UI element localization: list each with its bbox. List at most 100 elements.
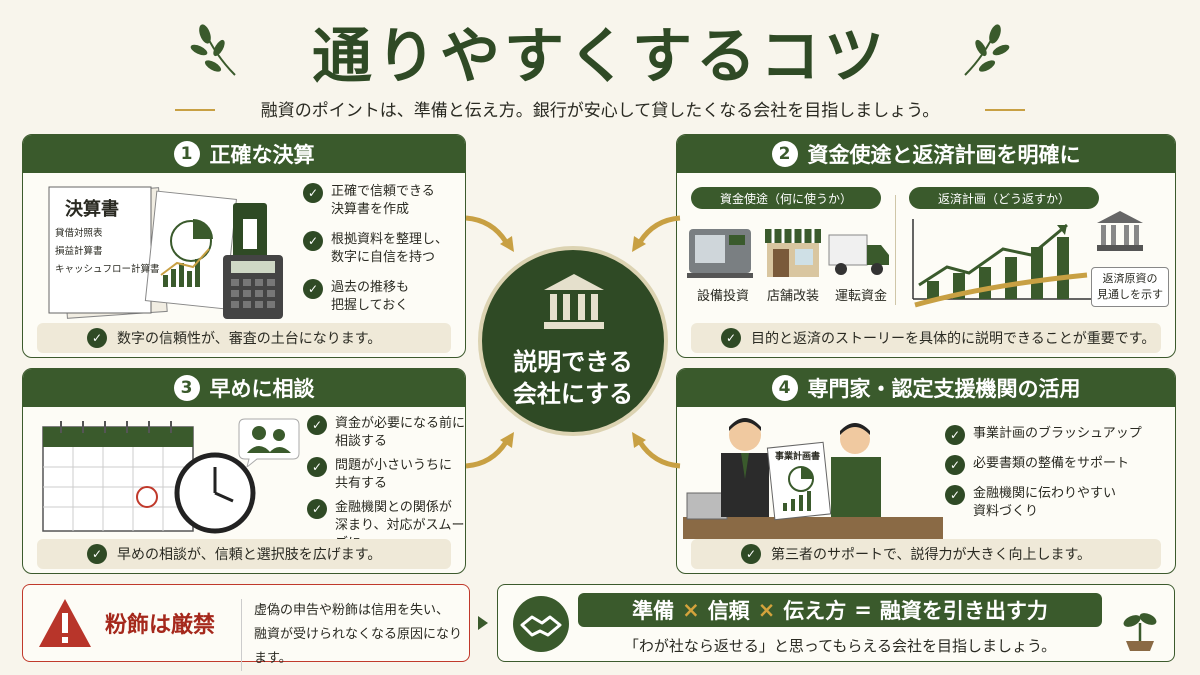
- list-item: ✓ 正確で信頼できる決算書を作成: [303, 183, 435, 219]
- check-icon: ✓: [945, 455, 965, 475]
- warning-text: 虚偽の申告や粉飾は信用を失い、 融資が受けられなくなる原因になります。: [241, 599, 469, 671]
- check-icon: ✓: [87, 328, 107, 348]
- item-text: 金融機関との関係が: [335, 500, 452, 515]
- check-icon: ✓: [945, 425, 965, 445]
- check-icon: ✓: [945, 485, 965, 505]
- warning-box: 粉飾は厳禁 虚偽の申告や粉飾は信用を失い、 融資が受けられなくなる原因になります…: [22, 584, 470, 671]
- subtitle-rule-right: [985, 109, 1025, 111]
- motto-subtext: 「わが社なら返せる」と思ってもらえる会社を目指しましょう。: [623, 637, 1057, 655]
- panel-1-footer: ✓ 数字の信頼性が、審査の土台になります。: [37, 323, 451, 353]
- arrow-icon: [465, 432, 514, 469]
- item-text: 金融機関に伝わりやすい: [973, 486, 1117, 501]
- item-text: 事業計画のブラッシュアップ: [973, 426, 1142, 441]
- item-text: 必要書類の整備をサポート: [973, 456, 1130, 471]
- item-text: 問題が小さいうちに: [335, 458, 453, 473]
- equipment-icon: [687, 229, 753, 278]
- chevron-right-icon: [478, 616, 488, 630]
- warning-icon: [39, 599, 91, 647]
- people-chat-icon: [238, 418, 300, 467]
- doc-title: 決算書: [65, 199, 119, 220]
- panel-2-header: 2 資金使途と返済計画を明確に: [677, 135, 1175, 173]
- repayment-callout: 返済原資の見通しを示す: [1091, 267, 1169, 307]
- item-text: 把握しておく: [331, 298, 409, 313]
- motto-equals: =: [854, 598, 872, 622]
- motto-times: ×: [757, 598, 776, 622]
- footer-text: 数字の信頼性が、審査の土台になります。: [117, 331, 382, 347]
- list-item: ✓ 過去の推移も把握しておく: [303, 279, 409, 315]
- tag-fund-usage: 資金使途（何に使うか）: [691, 187, 881, 209]
- check-icon: ✓: [87, 544, 107, 564]
- panel-accurate-settlement: 1 正確な決算 決算書 貸借対照表 損益計算書 キャッシュフロー計算書 ✓ 正確…: [22, 134, 466, 358]
- business-plan-doc-title: 事業計画書: [775, 452, 821, 462]
- tag-repayment-plan: 返済計画（どう返すか）: [909, 187, 1099, 209]
- panel-3-title: 早めに相談: [209, 377, 315, 401]
- check-icon: ✓: [741, 544, 761, 564]
- motto-result: 融資を引き出す力: [879, 599, 1048, 623]
- warning-line: 融資が受けられなくなる原因になります。: [254, 627, 463, 666]
- subtitle-row: 融資のポイントは、準備と伝え方。銀行が安心して貸したくなる会社を目指しましょう。: [175, 96, 1025, 124]
- motto-box: 準備 × 信頼 × 伝え方 = 融資を引き出す力 「わが社なら返せる」と思っても…: [497, 584, 1175, 662]
- footer-text: 早めの相談が、信頼と選択肢を広げます。: [117, 547, 382, 563]
- motto-word-delivery: 伝え方: [783, 599, 847, 623]
- center-line-2: 会社にする: [512, 380, 634, 408]
- panel-2-divider: [895, 195, 896, 305]
- handshake-icon: [513, 596, 569, 652]
- center-message: 説明できる 会社にする: [482, 346, 664, 410]
- label-working-capital: 運転資金: [834, 289, 887, 304]
- item-text: 決算書を作成: [331, 202, 410, 217]
- panel-1-header: 1 正確な決算: [23, 135, 465, 173]
- panel-1-title: 正確な決算: [209, 143, 315, 167]
- growth-chart-illustration: [912, 219, 1093, 308]
- page-title: 通りやすくするコツ: [312, 22, 888, 92]
- leaf-left-icon: [190, 24, 236, 76]
- check-icon: ✓: [307, 499, 327, 519]
- list-item: ✓ 必要書類の整備をサポート: [945, 455, 1129, 475]
- motto-formula: 準備 × 信頼 × 伝え方 = 融資を引き出す力: [578, 593, 1102, 627]
- item-text: 数字に自信を持つ: [331, 250, 436, 265]
- check-icon: ✓: [307, 415, 327, 435]
- consultants-illustration: [683, 418, 943, 539]
- warning-line: 虚偽の申告や粉飾は信用を失い、: [254, 603, 450, 618]
- motto-times: ×: [682, 598, 700, 622]
- panel-3-footer: ✓ 早めの相談が、信頼と選択肢を広げます。: [37, 539, 451, 569]
- motto-word-preparation: 準備: [632, 599, 675, 623]
- list-item: ✓ 事業計画のブラッシュアップ: [945, 425, 1142, 445]
- panel-expert-support: 4 専門家・認定支援機関の活用 事業計画書 ✓ 事業計画のブラッシュアップ ✓ …: [676, 368, 1176, 574]
- bank-icon: [1097, 211, 1143, 251]
- panel-fund-usage-repayment: 2 資金使途と返済計画を明確に 資金使途（何に使うか） 返済計画（どう返すか） …: [676, 134, 1176, 358]
- panel-4-header: 4 専門家・認定支援機関の活用: [677, 369, 1175, 407]
- panel-2-number: 2: [771, 141, 798, 167]
- list-item: ✓ 根拠資料を整理し、数字に自信を持つ: [303, 231, 448, 267]
- item-text: 相談する: [335, 434, 388, 449]
- item-text: 資金が必要になる前に: [335, 416, 466, 431]
- panel-3-header: 3 早めに相談: [23, 369, 465, 407]
- panel-4-number: 4: [771, 375, 798, 401]
- panel-early-consultation: 3 早めに相談 ✓ 資金が必要になる前に相談する ✓ 問題が小さいうちに共有する…: [22, 368, 466, 574]
- center-line-1: 説明できる: [513, 348, 633, 376]
- item-text: 共有する: [335, 476, 388, 491]
- check-icon: ✓: [303, 183, 323, 203]
- list-item: ✓ 資金が必要になる前に相談する: [307, 415, 465, 451]
- item-text: 正確で信頼できる: [331, 184, 435, 199]
- financial-statements-illustration: [48, 186, 283, 319]
- callout-text: 見通しを示す: [1097, 288, 1163, 301]
- subtitle-rule-left: [175, 109, 215, 111]
- panel-1-number: 1: [173, 141, 200, 167]
- footer-text: 目的と返済のストーリーを具体的に説明できることが重要です。: [751, 331, 1156, 347]
- list-item: ✓ 問題が小さいうちに共有する: [307, 457, 452, 493]
- panel-2-title: 資金使途と返済計画を明確に: [807, 143, 1081, 167]
- bank-icon: [544, 274, 604, 329]
- footer-text: 第三者のサポートで、説得力が大きく向上します。: [771, 547, 1092, 563]
- panel-4-title: 専門家・認定支援機関の活用: [807, 377, 1081, 401]
- motto-word-trust: 信頼: [707, 599, 750, 623]
- leaf-right-icon: [964, 24, 1010, 76]
- list-item: ✓ 金融機関に伝わりやすい資料づくり: [945, 485, 1116, 521]
- check-icon: ✓: [303, 231, 323, 251]
- doc-line-income: 損益計算書: [55, 246, 103, 257]
- label-store-renovation: 店舗改装: [766, 289, 819, 304]
- panel-3-number: 3: [173, 375, 200, 401]
- arrow-icon: [632, 432, 681, 469]
- callout-text: 返済原資の: [1102, 272, 1158, 285]
- check-icon: ✓: [303, 279, 323, 299]
- item-text: 過去の推移も: [331, 280, 410, 295]
